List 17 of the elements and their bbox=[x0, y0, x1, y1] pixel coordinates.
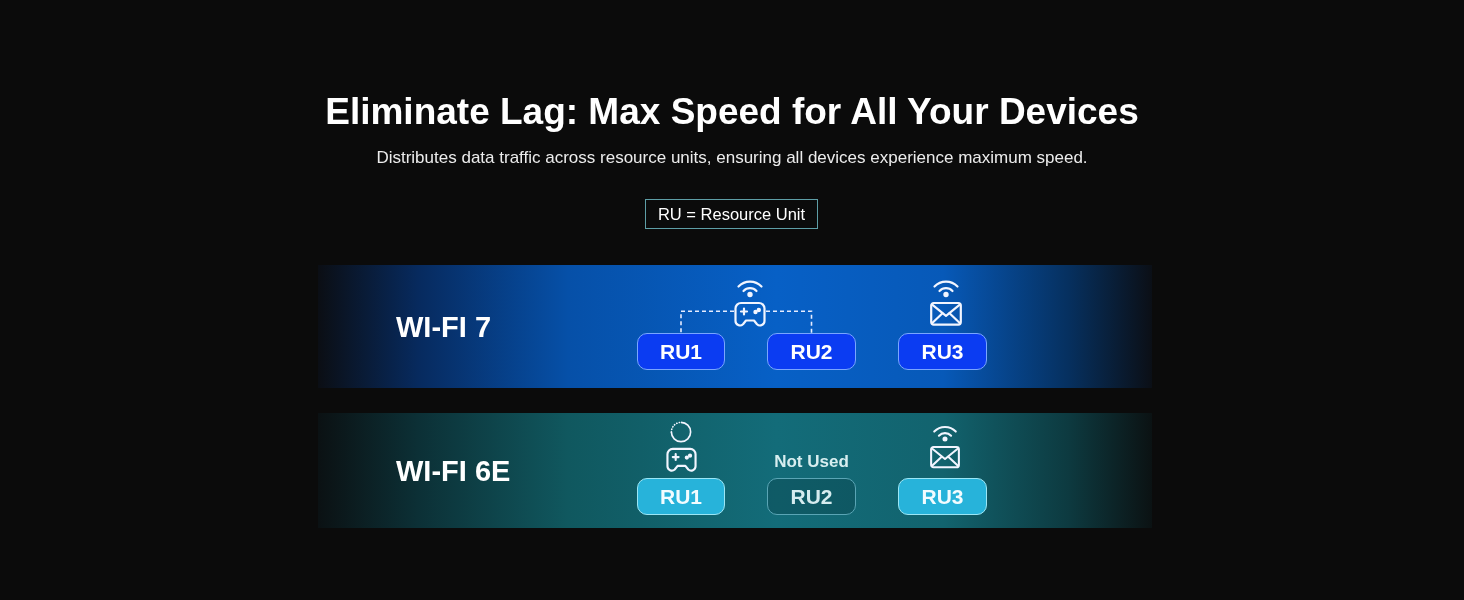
resource-unit-tile: RU1 bbox=[637, 333, 725, 370]
resource-unit-tile: RU1 bbox=[637, 478, 725, 515]
unused-resource-unit-tile: RU2 bbox=[767, 478, 856, 515]
wireless-gamepad-icon bbox=[734, 280, 766, 328]
title: Eliminate Lag: Max Speed for All Your Devices bbox=[325, 90, 1139, 134]
dashed-connector bbox=[680, 310, 735, 334]
subtitle: Distributes data traffic across resource units, ensuring all devices experience maximum speed. bbox=[376, 147, 1088, 169]
standard-label: WI-FI 7 bbox=[396, 309, 492, 344]
standard-label: WI-FI 6E bbox=[396, 453, 511, 488]
definition-note: RU = Resource Unit bbox=[645, 199, 818, 229]
resource-unit-tile: RU2 bbox=[767, 333, 856, 370]
dashed-connector bbox=[765, 310, 813, 334]
standard-band bbox=[318, 265, 1152, 388]
status-label: Not Used bbox=[774, 452, 849, 472]
resource-unit-tile: RU3 bbox=[898, 478, 987, 515]
standard-band bbox=[318, 413, 1152, 528]
resource-unit-tile: RU3 bbox=[898, 333, 987, 370]
